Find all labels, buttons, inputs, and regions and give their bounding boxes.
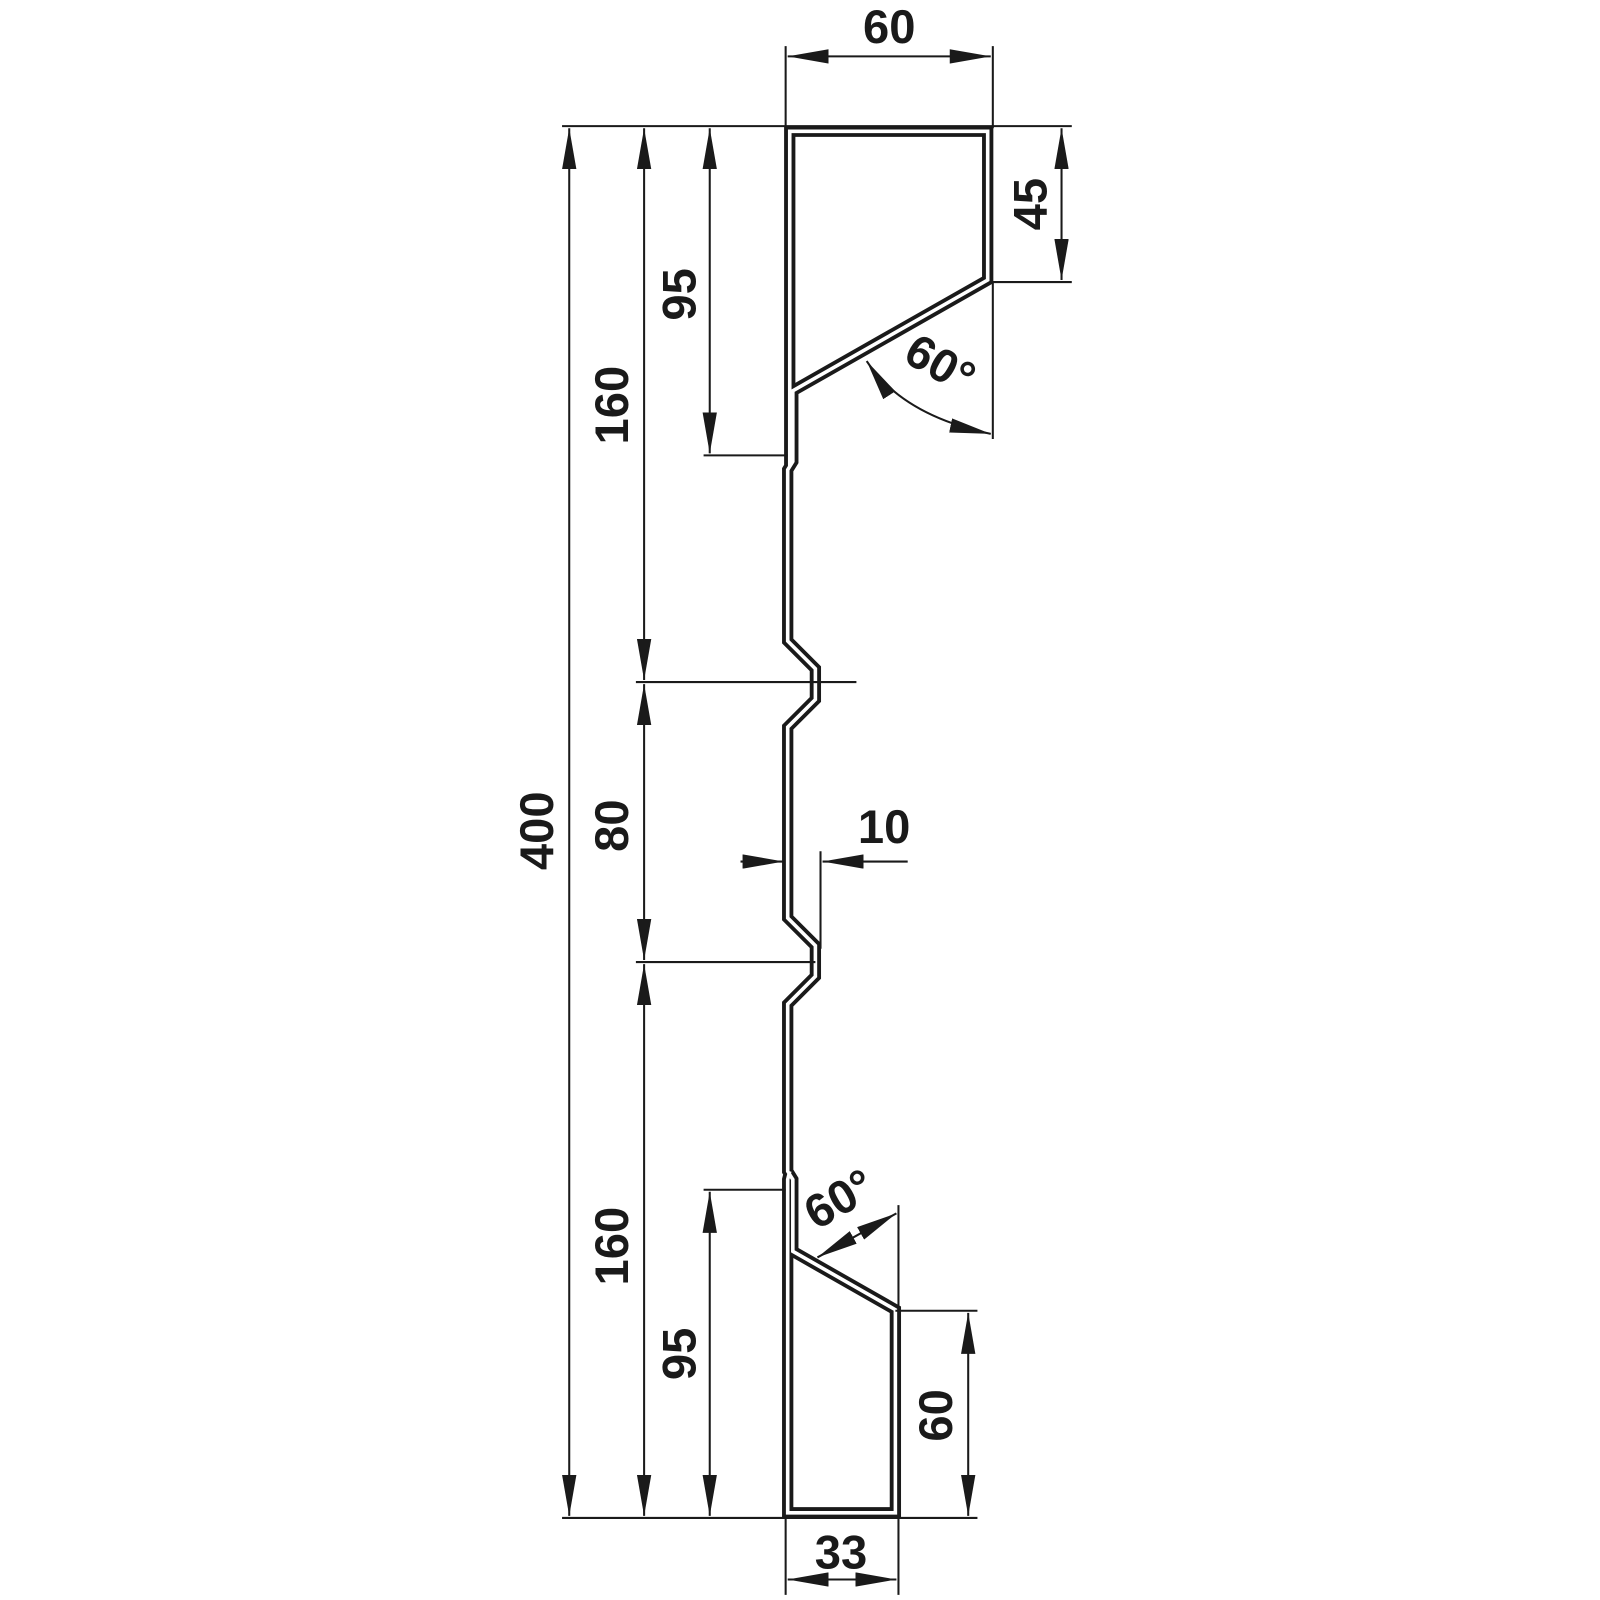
dim-top-angle: 60° <box>896 323 984 405</box>
dim-bottom-width: 33 <box>815 1525 867 1578</box>
dim-top-width: 60 <box>863 0 915 53</box>
dim-middle-segment: 80 <box>585 799 638 851</box>
dim-lower-offset: 95 <box>653 1328 706 1380</box>
extension-lines <box>562 46 1072 1595</box>
dim-upper-segment: 160 <box>585 366 638 445</box>
dim-lower-segment: 160 <box>585 1207 638 1286</box>
dim-top-height: 45 <box>1003 178 1056 230</box>
dim-upper-offset: 95 <box>653 268 706 320</box>
dim-overall-length: 400 <box>510 791 563 870</box>
dim-bend-offset: 10 <box>858 800 910 853</box>
dim-bottom-height: 60 <box>909 1389 962 1441</box>
dimension-lines <box>562 49 1069 1587</box>
blade-profile <box>782 125 994 1519</box>
